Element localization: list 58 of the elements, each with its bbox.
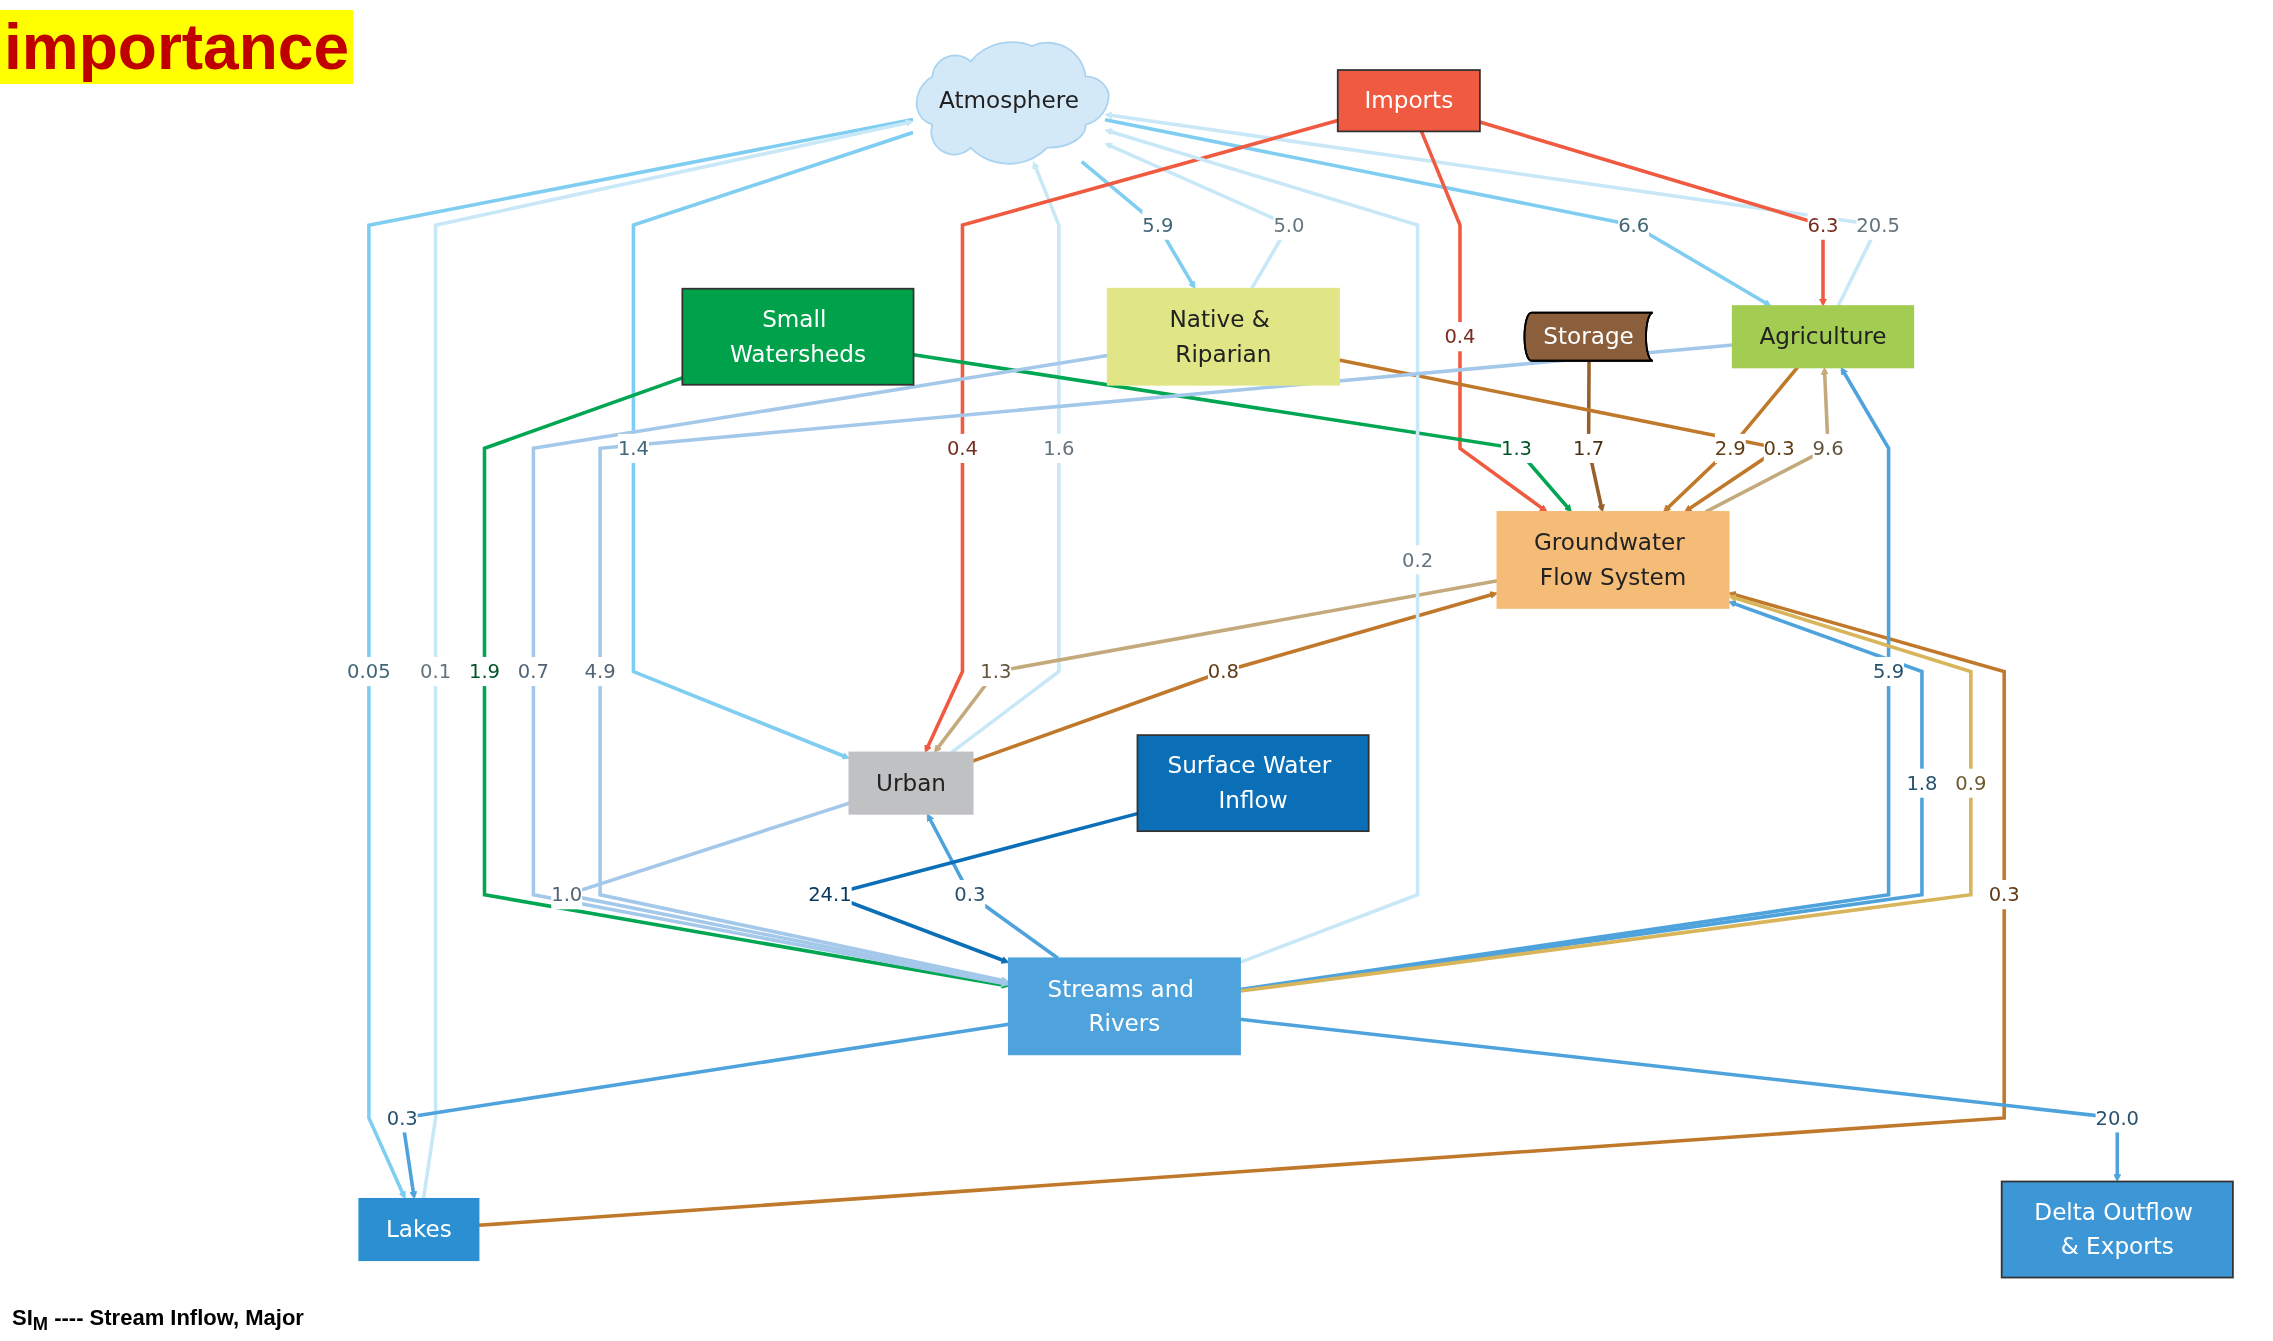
edge-label: 1.8 [1906,772,1938,795]
edge-label: 0.3 [1763,437,1795,460]
edge-label: 20.0 [2095,1106,2140,1130]
edge-label: 0.4 [1444,325,1476,349]
edge-label: 0.1 [420,660,452,683]
edge-label: 1.6 [1043,437,1075,460]
edge-label: 0.3 [386,1106,418,1130]
edge-label: 0.2 [1402,548,1434,572]
arrow [1419,130,1548,513]
edge-label: 4.9 [584,660,616,683]
edge-label: 0.3 [954,883,986,907]
arrow [1080,160,1196,290]
arrow [972,591,1498,763]
node-box: Streams and Rivers [1007,957,1241,1056]
edge-label: 0.05 [347,660,391,683]
arrow [1104,118,1772,307]
arrow [1704,367,1830,514]
edge-label: 2.9 [1714,437,1746,460]
edge-label: 5.9 [1142,214,1174,237]
arrow [1104,128,1420,965]
arrow [478,591,2006,1228]
edge-label: 6.3 [1807,214,1839,237]
node-box: Lakes [358,1198,480,1262]
node-box: Agriculture [1731,305,1915,369]
edge-label: 0.4 [946,437,979,460]
node-box: Imports [1336,69,1481,133]
arrow [631,131,914,760]
node-box: Delta Outflow & Exports [2000,1180,2234,1279]
node-box: Groundwater Flow System [1496,511,1730,609]
edge-label: 9.6 [1812,437,1844,460]
edge-label: 0.3 [1988,883,2020,907]
arrow [913,353,1572,513]
edge-label: 0.7 [517,660,549,683]
edge-label: 24.1 [808,883,852,907]
edge-label: 0.8 [1207,660,1239,683]
node-box: Native & Riparian [1106,288,1340,386]
edge-label: 1.3 [980,660,1012,683]
arrow [933,579,1498,753]
edge-label: 0.9 [1955,772,1987,795]
arrow [1663,366,1799,513]
edge-label: 20.5 [1856,214,1900,237]
arrow [482,376,1010,989]
edge-label: 1.9 [468,660,501,683]
edge-label: 1.4 [617,437,649,460]
arrow [924,118,1339,753]
edge-label: 5.9 [1873,660,1905,683]
heading-text: importance [0,10,353,84]
node-box: Urban [848,751,974,815]
edge-label: 6.6 [1618,214,1650,237]
node-box: Surface Water Inflow [1136,734,1370,833]
note-text: SI$_{M}$ ---- Stream Inflow, Major [12,1304,304,1330]
node-box: Small Watersheds [681,288,915,386]
edge-label: 1.0 [551,883,583,907]
arrow [1479,120,1827,307]
edge-label: 5.0 [1273,214,1305,237]
edge-label: 1.3 [1500,437,1533,460]
edge-label: 1.7 [1573,437,1605,460]
arrow [926,813,1059,960]
